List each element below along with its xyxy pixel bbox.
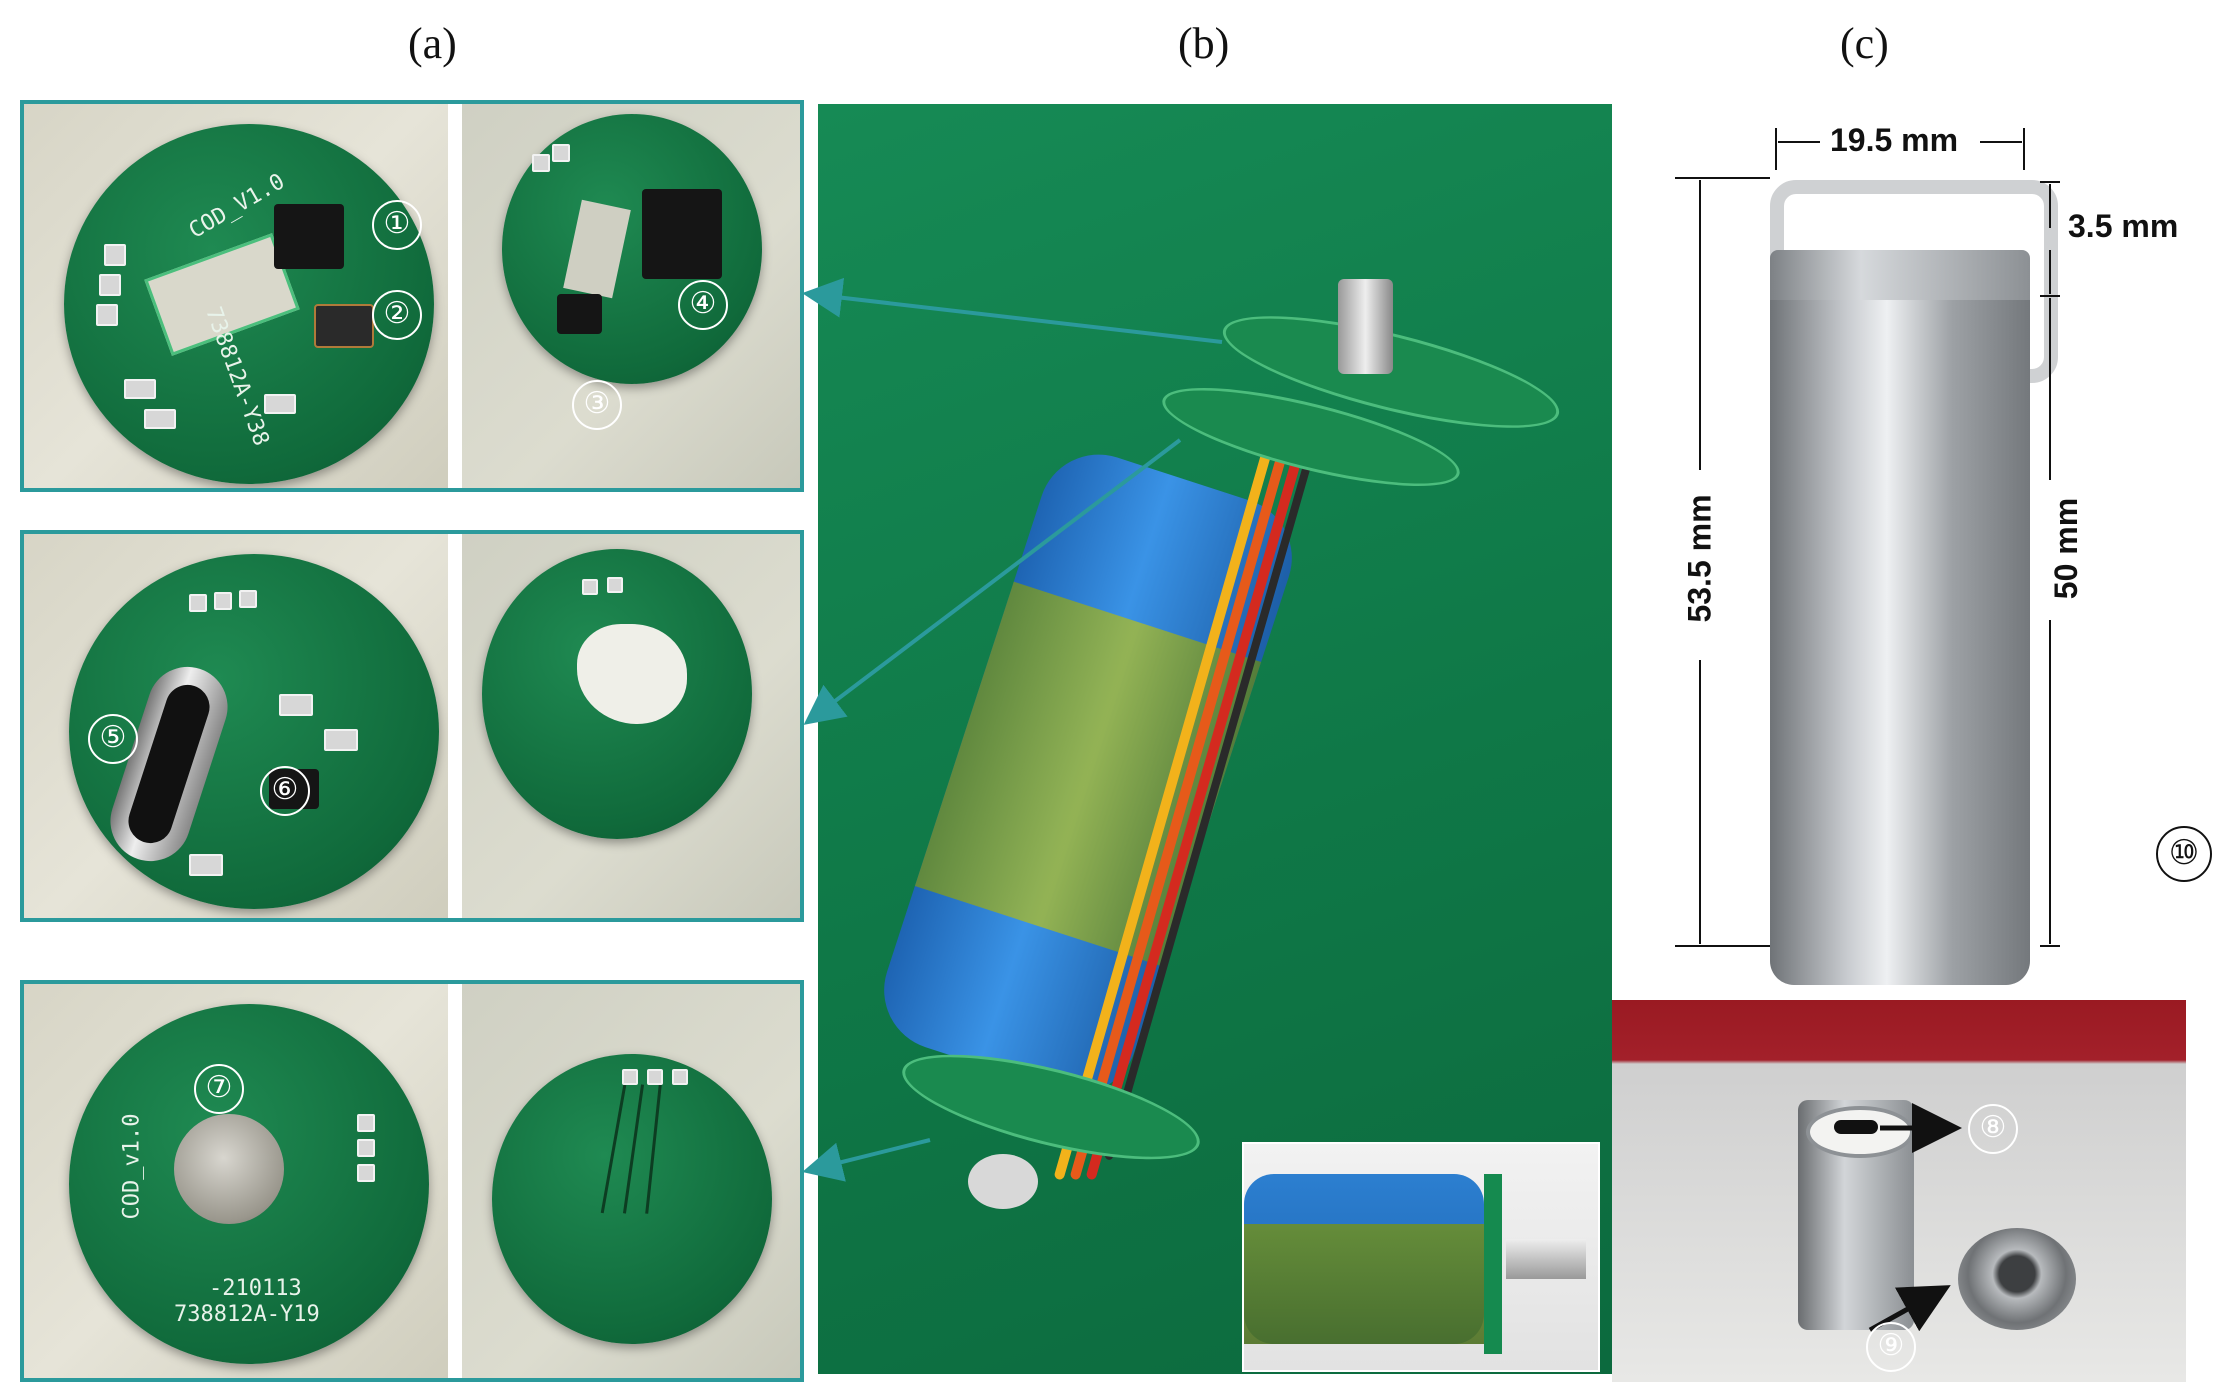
- enclosure-open-body: [1798, 1100, 1914, 1330]
- marker-6: ⑥: [260, 766, 310, 816]
- panel-label-c: (c): [1840, 19, 1889, 68]
- pcb-charger-board-photos: ⑤ ⑥: [20, 530, 804, 922]
- silk-date-bottom: -210113: [209, 1276, 302, 1301]
- dimension-total-height: 53.5 mm: [1681, 494, 1718, 623]
- marker-7: ⑦: [194, 1064, 244, 1114]
- component-2: [314, 304, 374, 348]
- enclosure-cap-removed: [1958, 1228, 2076, 1330]
- pcb-sensor-back: [492, 1054, 772, 1344]
- usb-connector: [1338, 279, 1393, 374]
- pcb-top-front: COD_V1.0 738812A-Y38: [64, 124, 434, 484]
- dimension-body-height: 50 mm: [2048, 497, 2085, 600]
- pcb-sensor-back-photo: [462, 984, 800, 1378]
- pcb-top-back-photo: ④ ③: [462, 104, 800, 488]
- marker-10: ⑩: [2156, 826, 2212, 882]
- pcb-top-front-photo: COD_V1.0 738812A-Y38 ① ②: [24, 104, 448, 488]
- pcb-top-board-photos: COD_V1.0 738812A-Y38 ① ② ④ ③: [20, 100, 804, 492]
- marker-8: ⑧: [1968, 1104, 2018, 1154]
- marker-9: ⑨: [1866, 1322, 1916, 1372]
- dimension-width: 19.5 mm: [1830, 122, 1959, 158]
- pcb-charger-front-photo: ⑤ ⑥: [24, 534, 448, 918]
- assembled-device-photo: [818, 104, 1612, 1374]
- enclosure-body: [1770, 300, 2030, 985]
- dimension-lines: [1675, 128, 2060, 947]
- opened-enclosure-photo: ⑧ ⑨: [1612, 1000, 2186, 1382]
- marker-2: ②: [372, 290, 422, 340]
- pcb-top-back: [502, 114, 762, 384]
- panel-label-b: (b): [1178, 19, 1230, 68]
- marker-1: ①: [372, 200, 422, 250]
- arrow-top-board: [802, 277, 1223, 344]
- solder-potting: [577, 624, 687, 724]
- marker-5: ⑤: [88, 714, 138, 764]
- marker-4: ④: [678, 280, 728, 330]
- pcb-sensor-board-photos: COD_v1.0 -210113 738812A-Y19 ⑦: [20, 980, 804, 1382]
- pcb-sensor-front: COD_v1.0 -210113 738812A-Y19: [69, 1004, 429, 1364]
- enclosure-cap: [1770, 250, 2030, 302]
- sensor-cap: [968, 1154, 1038, 1209]
- enclosure-photo: 19.5 mm 3.5 mm 53.5 mm 50 mm: [1620, 100, 2232, 1000]
- sensor-chip: [642, 189, 722, 279]
- arrow-charger-board: [803, 438, 1182, 725]
- dimension-cap-height: 3.5 mm: [2068, 208, 2179, 244]
- panel-label-a: (a): [408, 19, 457, 68]
- gas-sensor: [174, 1114, 284, 1224]
- mcu-chip: [274, 204, 344, 269]
- pcb-charger-back: [482, 549, 752, 839]
- component-3: [557, 294, 602, 334]
- pcb-sensor-front-photo: COD_v1.0 -210113 738812A-Y19 ⑦: [24, 984, 448, 1378]
- side-view-inset: [1242, 1142, 1600, 1372]
- marker-3: ③: [572, 380, 622, 430]
- silk-code-bottom: 738812A-Y19: [174, 1302, 320, 1327]
- arrow-sensor-board: [802, 1138, 931, 1182]
- pcb-charger-back-photo: [462, 534, 800, 918]
